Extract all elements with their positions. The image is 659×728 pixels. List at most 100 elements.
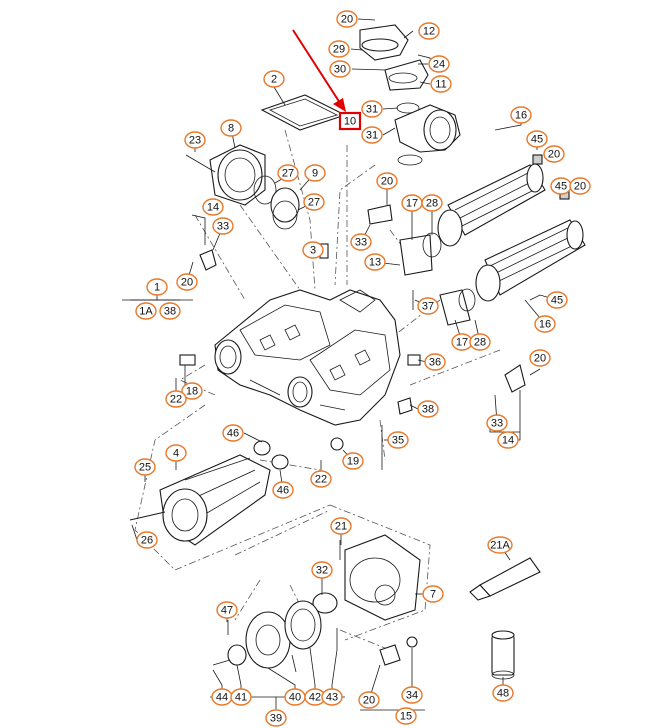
callout-c3: 3	[302, 241, 324, 259]
callout-c24: 24	[428, 55, 450, 73]
callout-label: 46	[277, 485, 289, 497]
callout-oval	[421, 194, 443, 212]
callout-label: 20	[381, 176, 393, 188]
callout-oval	[428, 55, 450, 73]
callout-label: 32	[316, 565, 328, 577]
callout-oval	[176, 273, 198, 291]
callout-label: 23	[189, 135, 201, 147]
callout-oval	[364, 253, 386, 271]
callout-oval	[159, 302, 181, 320]
callout-label: 28	[474, 337, 486, 349]
callout-oval	[265, 709, 287, 727]
callout-label: 13	[369, 257, 381, 269]
callout-c27a: 27	[277, 164, 299, 182]
callout-label: 1A	[139, 306, 153, 318]
callout-label: 21	[335, 521, 347, 533]
callout-c31b: 31	[361, 126, 383, 144]
assembly-lines	[134, 129, 501, 651]
callout-oval	[418, 22, 440, 40]
intercooler-upper	[437, 163, 546, 247]
callout-c17a: 17	[401, 194, 423, 212]
callout-label: 40	[289, 692, 301, 704]
callout-c20f: 20	[529, 349, 551, 367]
callout-c45b: 45	[550, 177, 572, 195]
callout-c20e: 20	[176, 273, 198, 291]
callout-label: 16	[539, 319, 551, 331]
callout-c46b: 46	[272, 481, 294, 499]
callout-oval	[134, 458, 156, 476]
callout-c27b: 27	[303, 193, 325, 211]
callout-label: 48	[497, 688, 509, 700]
callout-c14a: 14	[202, 198, 224, 216]
callout-oval	[165, 444, 187, 462]
callout-c40: 40	[284, 688, 306, 706]
callout-label: 16	[515, 110, 527, 122]
callout-label: 27	[282, 168, 294, 180]
highlight-arrow	[292, 29, 346, 112]
callout-label: 1	[154, 282, 160, 294]
callout-oval	[361, 100, 383, 118]
callout-label: 45	[531, 134, 543, 146]
callout-label: 15	[400, 711, 412, 723]
callout-c8: 8	[220, 119, 242, 137]
callout-c33c: 33	[486, 414, 508, 432]
callout-label: 24	[433, 59, 445, 71]
callout-label: 33	[491, 418, 503, 430]
callout-label: 26	[141, 535, 153, 547]
callout-c32: 32	[311, 561, 333, 579]
callout-c36: 36	[424, 353, 446, 371]
callout-c2: 2	[263, 70, 285, 88]
callout-oval	[146, 278, 168, 296]
callout-c1a: 1A	[135, 302, 157, 320]
callout-c19: 19	[342, 452, 364, 470]
filter-cartridge	[491, 630, 515, 680]
callout-c25: 25	[134, 458, 156, 476]
callout-label: 19	[347, 456, 359, 468]
callout-label: 44	[216, 692, 228, 704]
callout-c22a: 22	[165, 390, 187, 408]
callout-c11: 11	[430, 75, 452, 93]
callout-label: 20	[534, 353, 546, 365]
callout-label: 39	[270, 713, 282, 725]
rotor-pack	[129, 440, 289, 546]
callout-c10: 10	[338, 111, 362, 131]
callout-oval	[303, 193, 325, 211]
callout-c28a: 28	[421, 194, 443, 212]
callout-oval	[277, 164, 299, 182]
callout-oval	[336, 10, 358, 28]
callout-c43: 43	[321, 688, 343, 706]
inlet-adapter	[185, 144, 300, 230]
sealant-tube	[469, 557, 541, 601]
callout-oval	[529, 349, 551, 367]
callout-oval	[487, 536, 513, 554]
callout-c31a: 31	[361, 100, 383, 118]
callout-oval	[424, 353, 446, 371]
callout-oval	[387, 431, 409, 449]
small-hardware	[179, 154, 570, 470]
callout-oval	[543, 145, 565, 163]
callout-c46a: 46	[222, 424, 244, 442]
callout-label: 45	[551, 295, 563, 307]
callout-label: 37	[422, 301, 434, 313]
callout-label: 35	[392, 435, 404, 447]
callout-oval	[358, 691, 380, 709]
callout-label: 17	[456, 337, 468, 349]
callout-label: 30	[334, 64, 346, 76]
callout-label: 21A	[490, 540, 510, 552]
callout-c33a: 33	[212, 217, 234, 235]
callout-oval	[422, 585, 444, 603]
callout-c15: 15	[395, 707, 417, 725]
callout-label: 17	[406, 198, 418, 210]
callout-c41: 41	[230, 688, 252, 706]
callout-oval	[321, 688, 343, 706]
callout-oval	[361, 126, 383, 144]
callout-c38b: 38	[417, 400, 439, 418]
callout-oval	[212, 217, 234, 235]
callout-oval	[272, 481, 294, 499]
callout-oval	[220, 119, 242, 137]
callout-c16a: 16	[510, 106, 532, 124]
callout-label: 29	[333, 44, 345, 56]
callout-c4: 4	[165, 444, 187, 462]
callout-c26: 26	[136, 531, 158, 549]
